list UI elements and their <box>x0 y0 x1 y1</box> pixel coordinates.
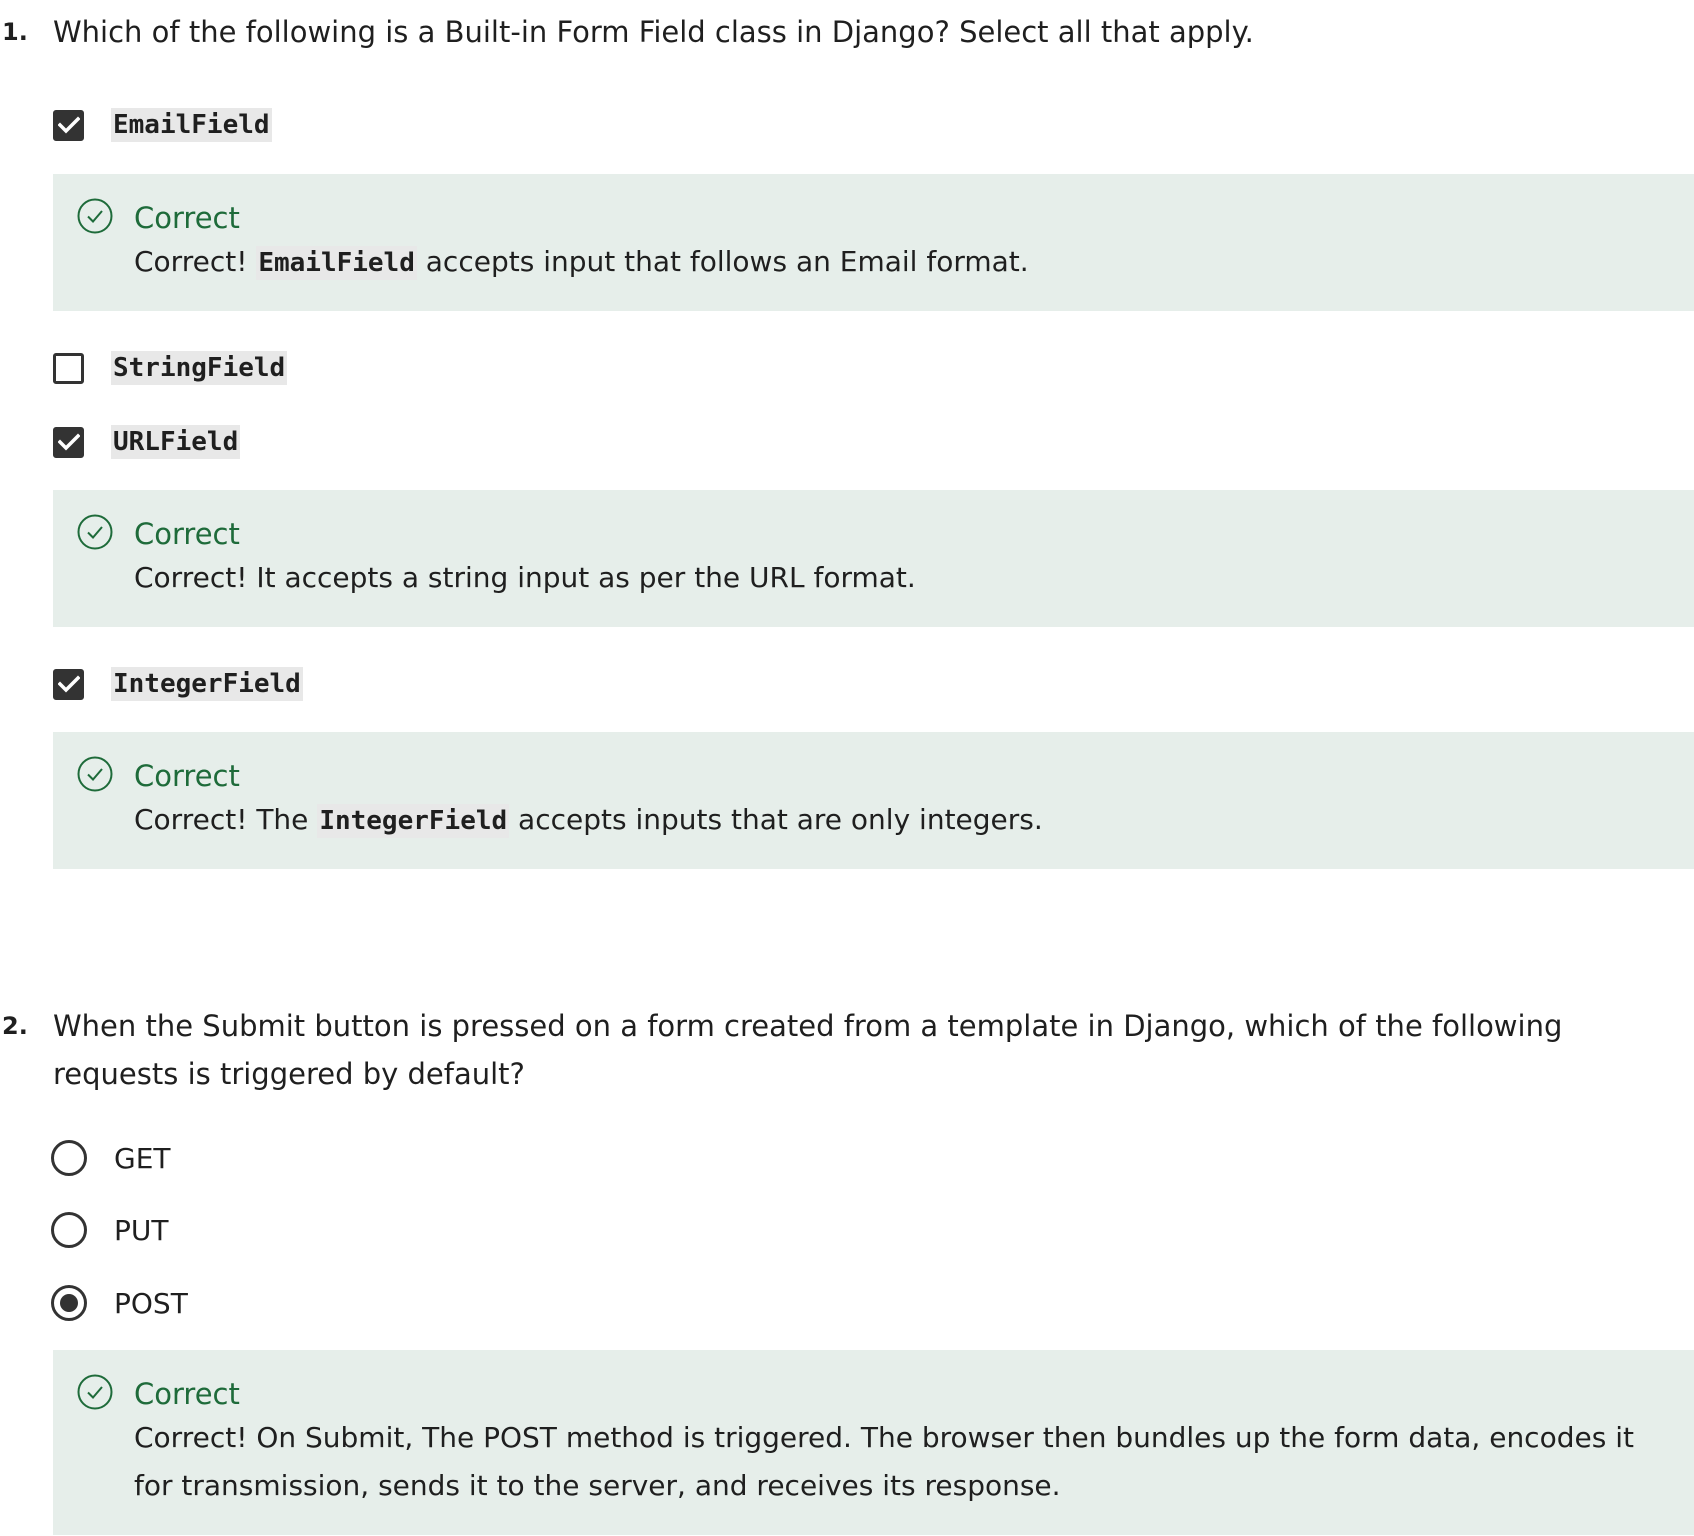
feedback-text: Correct! The IntegerField accepts inputs… <box>134 796 1654 845</box>
check-circle-icon <box>77 514 113 550</box>
option-label: POST <box>114 1286 188 1320</box>
checkbox-checked[interactable] <box>53 426 84 458</box>
check-circle-icon <box>77 198 113 234</box>
option-label: EmailField <box>111 108 272 142</box>
radio-selected[interactable] <box>51 1285 87 1321</box>
option-post[interactable]: POST <box>51 1283 188 1323</box>
feedback-title: Correct <box>134 517 240 551</box>
question-number: 2. <box>2 1012 28 1040</box>
feedback-prefix: Correct! The <box>134 803 318 836</box>
feedback-prefix: Correct! <box>134 245 257 278</box>
feedback-text: Correct! EmailField accepts input that f… <box>134 238 1654 287</box>
option-put[interactable]: PUT <box>51 1210 169 1250</box>
feedback-correct: Correct Correct! It accepts a string inp… <box>53 490 1694 627</box>
feedback-title: Correct <box>134 1377 240 1411</box>
radio-unselected[interactable] <box>51 1140 87 1176</box>
feedback-correct: Correct Correct! The IntegerField accept… <box>53 732 1694 869</box>
checkmark-icon <box>57 675 80 693</box>
feedback-suffix: accepts inputs that are only integers. <box>509 803 1043 836</box>
check-circle-icon <box>77 1374 113 1410</box>
feedback-title: Correct <box>134 759 240 793</box>
question-number: 1. <box>2 18 28 46</box>
feedback-code: IntegerField <box>317 804 510 838</box>
checkmark-icon <box>57 116 80 134</box>
option-label: IntegerField <box>111 667 303 701</box>
feedback-suffix: accepts input that follows an Email form… <box>416 245 1029 278</box>
question-text: When the Submit button is pressed on a f… <box>53 1009 1563 1091</box>
checkbox-unchecked[interactable] <box>53 352 84 384</box>
feedback-text: Correct! It accepts a string input as pe… <box>134 561 916 594</box>
radio-unselected[interactable] <box>51 1212 87 1248</box>
radio-dot <box>60 1294 78 1312</box>
checkbox-checked[interactable] <box>53 668 84 700</box>
checkmark-icon <box>57 433 80 451</box>
option-label: URLField <box>111 425 241 459</box>
feedback-correct: Correct Correct! On Submit, The POST met… <box>53 1350 1694 1535</box>
option-urlfield[interactable]: URLField <box>53 422 241 462</box>
option-label: PUT <box>114 1213 169 1247</box>
checkbox-checked[interactable] <box>53 109 84 141</box>
feedback-text: Correct! On Submit, The POST method is t… <box>134 1421 1634 1502</box>
check-circle-icon <box>77 756 113 792</box>
option-integerfield[interactable]: IntegerField <box>53 664 303 704</box>
option-label: GET <box>114 1141 171 1175</box>
question-text: Which of the following is a Built-in For… <box>53 15 1254 49</box>
feedback-correct: Correct Correct! EmailField accepts inpu… <box>53 174 1694 311</box>
feedback-code: EmailField <box>256 246 417 280</box>
option-emailfield[interactable]: EmailField <box>53 105 272 145</box>
feedback-title: Correct <box>134 201 240 235</box>
option-get[interactable]: GET <box>51 1138 171 1178</box>
option-label: StringField <box>111 351 288 385</box>
option-stringfield[interactable]: StringField <box>53 348 288 388</box>
